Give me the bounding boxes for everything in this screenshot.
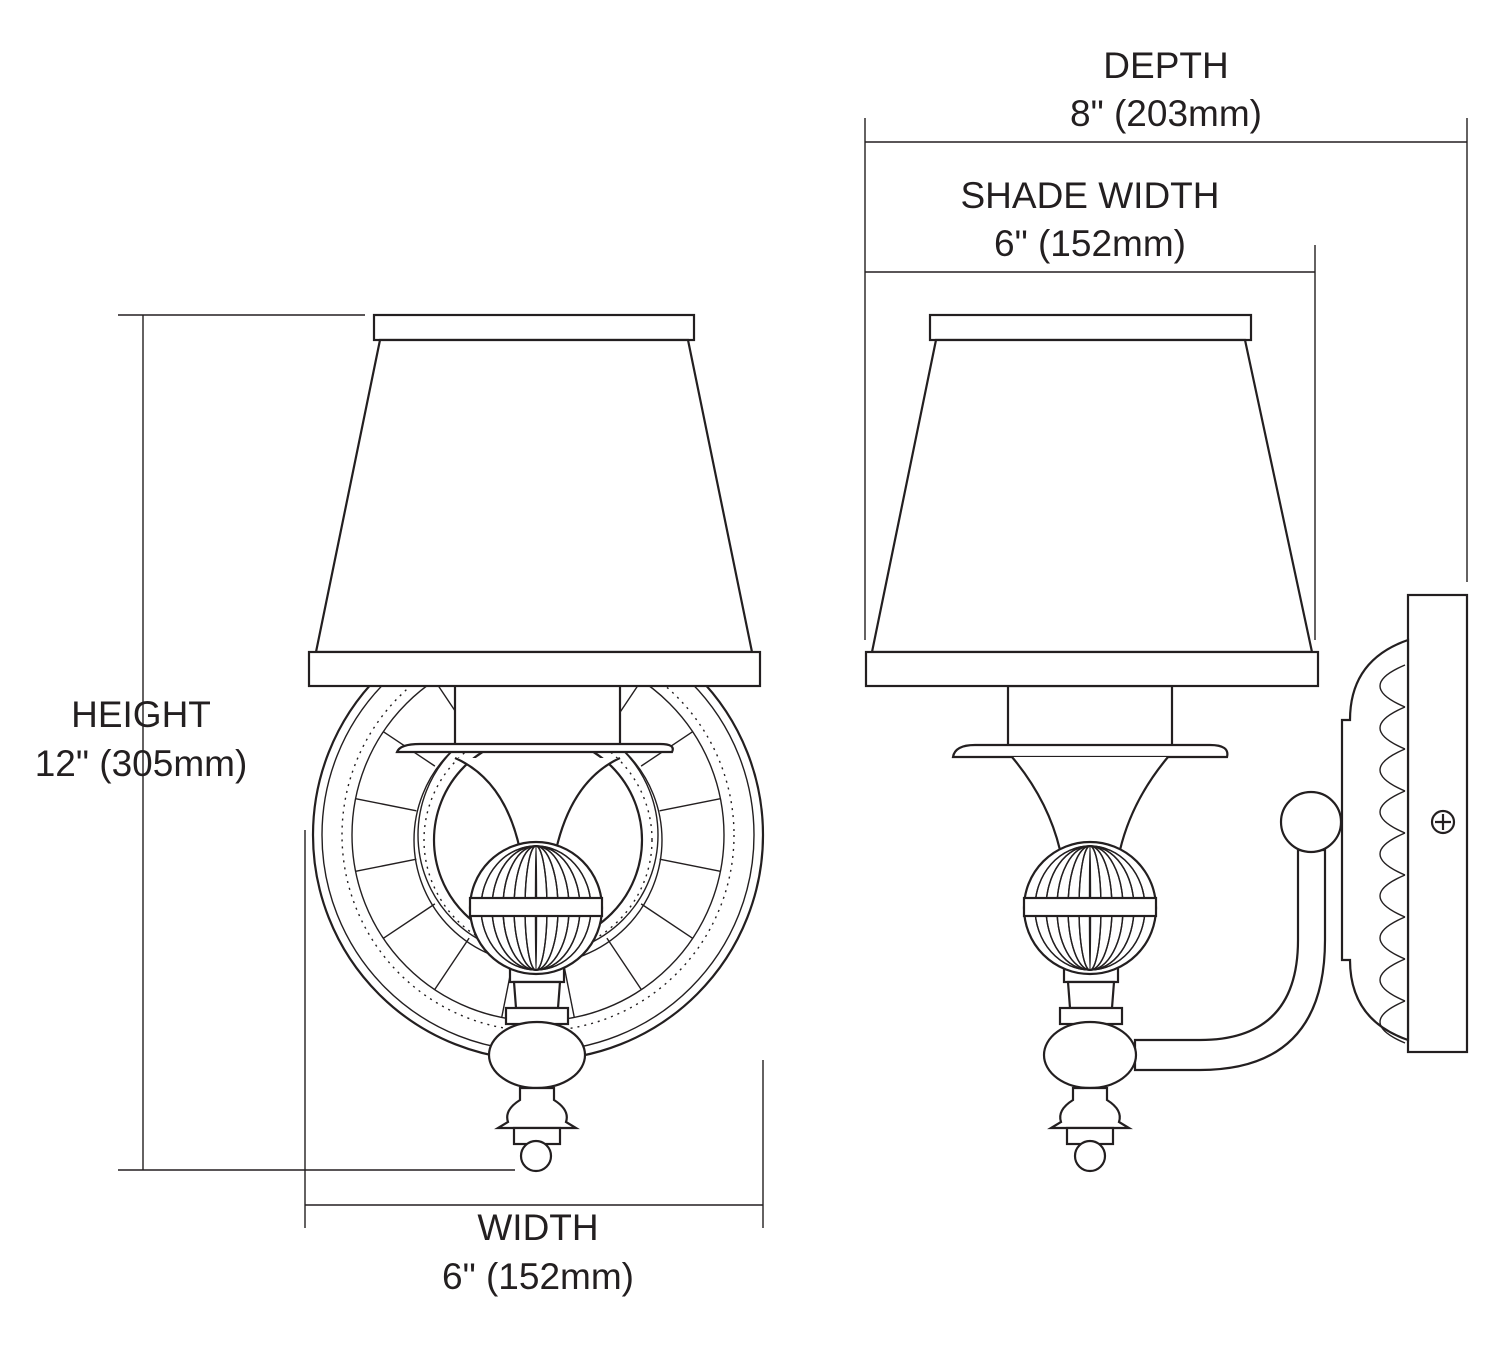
- crystal-sphere: [468, 840, 604, 976]
- drawing-stroke: [1379, 1000, 1406, 1044]
- drawing-stroke: [1379, 832, 1406, 876]
- finial-side: [1042, 966, 1138, 1173]
- drawing-stroke: [640, 903, 694, 939]
- drawing-stroke: [659, 798, 721, 812]
- drawing-stroke: [1379, 664, 1406, 708]
- depth-label: DEPTH: [1103, 45, 1229, 86]
- height-label: HEIGHT: [71, 694, 211, 735]
- shade-width-value: 6" (152mm): [993, 223, 1187, 264]
- dimension-lines: [118, 118, 1468, 1228]
- drawing-stroke: [1379, 748, 1406, 792]
- shade-width-label: SHADE WIDTH: [960, 175, 1220, 216]
- drawing-stroke: [659, 858, 721, 872]
- height-value: 12" (305mm): [34, 743, 248, 784]
- finial: [487, 966, 587, 1173]
- drawing-stroke: [1379, 958, 1406, 1002]
- drawing-stroke: [1379, 916, 1406, 960]
- width-label: WIDTH: [477, 1207, 599, 1248]
- drawing-stroke: [606, 937, 642, 991]
- drawing-stroke: [434, 937, 470, 991]
- wall-plate: [1340, 593, 1469, 1054]
- drawing-stroke: [355, 858, 417, 872]
- drawing-stroke: [1379, 874, 1406, 918]
- side-view: [864, 313, 1469, 1173]
- depth-value: 8" (203mm): [1069, 93, 1263, 134]
- shade: [307, 313, 762, 852]
- front-view: [307, 313, 765, 1173]
- drawing-stroke: [382, 903, 436, 939]
- crystal-sphere-side: [1022, 840, 1158, 976]
- width-value: 6" (152mm): [441, 1256, 635, 1297]
- drawing-stroke: [355, 798, 417, 812]
- arm: [1133, 790, 1343, 1072]
- drawing-stroke: [1379, 706, 1406, 750]
- drawing-stroke: [1379, 790, 1406, 834]
- shade-side: [864, 313, 1320, 852]
- screw-icon: [1430, 809, 1456, 835]
